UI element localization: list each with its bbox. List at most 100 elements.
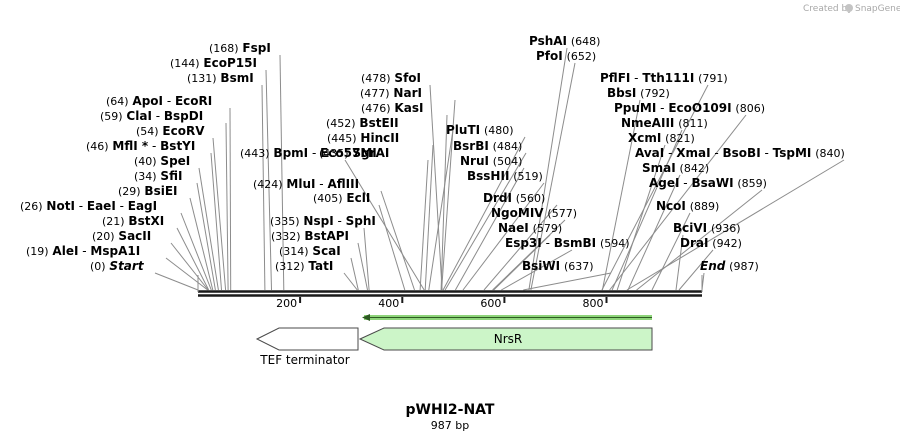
credit-brand: SnapGene [855, 4, 900, 14]
ruler-tick-label: 400 [378, 297, 399, 310]
site-label-smai[interactable]: SmaI (842) [642, 161, 709, 175]
site-label-ecop15i[interactable]: (144) EcoP15I [170, 56, 257, 70]
site-position: (792) [640, 87, 670, 100]
site-label-scai[interactable]: (314) ScaI [279, 244, 341, 258]
enzyme-name: BsiEI [144, 184, 177, 198]
enzyme-name: SpeI [160, 154, 190, 168]
site-label-ppumi[interactable]: PpuMI - EcoO109I (806) [614, 101, 765, 115]
site-leader [165, 257, 209, 291]
site-label-pluti[interactable]: PluTI (480) [446, 123, 514, 137]
site-position: (405) [313, 192, 343, 205]
site-leader [462, 182, 545, 291]
site-label-mlui[interactable]: (424) MluI - AflIII [253, 177, 359, 191]
site-leader [636, 189, 763, 291]
site-label-ncoi[interactable]: NcoI (889) [656, 199, 719, 213]
site-label-bsteii[interactable]: (452) BstEII [326, 116, 399, 130]
site-label-clai[interactable]: (59) ClaI - BspDI [100, 109, 203, 123]
site-label-drdi[interactable]: DrdI (560) [483, 191, 545, 205]
site-label-sgrai[interactable]: (435) SgrAI [319, 146, 389, 160]
site-position: (637) [564, 260, 594, 273]
enzyme-name: BsmI [220, 71, 253, 85]
enzyme-separator: - [116, 199, 128, 213]
site-label-nrui[interactable]: NruI (504) [460, 154, 522, 168]
site-position: (144) [170, 57, 200, 70]
site-label-nmeaiii[interactable]: NmeAIII (811) [621, 116, 708, 130]
site-label-noti[interactable]: (26) NotI - EaeI - EagI [20, 199, 157, 213]
site-label-mfli-[interactable]: (46) MflI * - BstYI [86, 139, 195, 153]
site-leader [483, 204, 558, 291]
site-leader [176, 227, 210, 291]
site-label-alei[interactable]: (19) AleI - MspA1I [26, 244, 140, 258]
credit-prefix: Created by [803, 4, 853, 14]
nrsr-primer [362, 314, 652, 321]
site-position: (59) [100, 110, 123, 123]
site-leader [196, 182, 216, 291]
feature-nrsr[interactable]: NrsR [358, 327, 653, 351]
site-leader [678, 249, 714, 291]
site-label-bstapi[interactable]: (332) BstAPI [271, 229, 349, 243]
site-label-bsmi[interactable]: (131) BsmI [187, 71, 254, 85]
enzyme-name: NgoMIV [491, 206, 544, 220]
site-position: (579) [533, 222, 563, 235]
site-label-nari[interactable]: (477) NarI [360, 86, 422, 100]
site-leader [229, 107, 232, 291]
enzyme-name: PpuMI [614, 101, 656, 115]
site-leader [675, 234, 684, 291]
site-label-ecorv[interactable]: (54) EcoRV [136, 124, 205, 138]
site-position: (314) [279, 245, 309, 258]
site-leader [170, 242, 209, 291]
site-label-sfoi[interactable]: (478) SfoI [361, 71, 421, 85]
site-leader [279, 54, 285, 291]
nrsr-arrow[interactable] [358, 327, 653, 351]
site-label-xcmi[interactable]: XcmI (821) [628, 131, 695, 145]
site-label-avai[interactable]: AvaI - XmaI - BsoBI - TspMI (840) [635, 146, 845, 160]
site-label-ecli[interactable]: (405) EclI [313, 191, 370, 205]
site-label-fspi[interactable]: (168) FspI [209, 41, 271, 55]
restriction-site-labels: (168) FspI(144) EcoP15I(131) BsmI(64) Ap… [20, 34, 845, 273]
enzyme-name: TspMI [773, 146, 812, 160]
site-label-nspi[interactable]: (335) NspI - SphI [270, 214, 376, 228]
site-position: (335) [270, 215, 300, 228]
enzyme-name: BsoBI [723, 146, 761, 160]
site-label-spei[interactable]: (40) SpeI [134, 154, 190, 168]
site-label-agei[interactable]: AgeI - BsaWI (859) [649, 176, 767, 190]
site-position: (477) [360, 87, 390, 100]
plasmid-name: pWHI2-NAT [406, 402, 495, 418]
tef-terminator-arrow[interactable] [255, 327, 359, 351]
site-label-start[interactable]: (0) Start [90, 259, 145, 273]
site-label-sacii[interactable]: (20) SacII [92, 229, 151, 243]
enzyme-separator: - [78, 244, 90, 258]
site-leader [601, 99, 641, 291]
site-label-hincii[interactable]: (445) HincII [327, 131, 399, 145]
site-label-bbsi[interactable]: BbsI (792) [607, 86, 670, 100]
site-position: (806) [735, 102, 765, 115]
site-label-pflfi[interactable]: PflFI - Tth111I (791) [600, 71, 728, 85]
site-label-apoi[interactable]: (64) ApoI - EcoRI [106, 94, 212, 108]
site-label-tati[interactable]: (312) TatI [275, 259, 333, 273]
enzyme-name: AgeI [649, 176, 679, 190]
site-label-drai[interactable]: DraI (942) [680, 236, 742, 250]
site-leader [428, 129, 454, 291]
feature-tef-terminator[interactable]: TEF terminator [255, 327, 359, 367]
ruler-tick-label: 200 [276, 297, 297, 310]
site-label-kasi[interactable]: (476) KasI [361, 101, 423, 115]
site-label-pfoi[interactable]: PfoI (652) [536, 49, 596, 63]
site-label-bsrbi[interactable]: BsrBI (484) [453, 139, 522, 153]
enzyme-name: EcoP15I [203, 56, 257, 70]
enzyme-name: ScaI [312, 244, 340, 258]
enzyme-name: SgrAI [352, 146, 389, 160]
site-label-bsshii[interactable]: BssHII (519) [467, 169, 543, 183]
site-position: (791) [698, 72, 728, 85]
site-label-bpmi[interactable]: (443) BpmI - Eco57MI [240, 146, 377, 160]
site-label-naei[interactable]: NaeI (579) [498, 221, 562, 235]
site-label-end[interactable]: End (987) [700, 259, 759, 273]
site-label-bstxi[interactable]: (21) BstXI [102, 214, 164, 228]
site-label-pshai[interactable]: PshAI (648) [529, 34, 600, 48]
site-label-esp3i[interactable]: Esp3I - BsmBI (594) [505, 236, 630, 250]
site-position: (821) [665, 132, 695, 145]
site-label-bcivi[interactable]: BciVI (936) [673, 221, 741, 235]
site-label-ngomiv[interactable]: NgoMIV (577) [491, 206, 577, 220]
site-label-bsiwi[interactable]: BsiWI (637) [522, 259, 594, 273]
site-label-bsiei[interactable]: (29) BsiEI [118, 184, 178, 198]
site-label-sfii[interactable]: (34) SfiI [134, 169, 182, 183]
